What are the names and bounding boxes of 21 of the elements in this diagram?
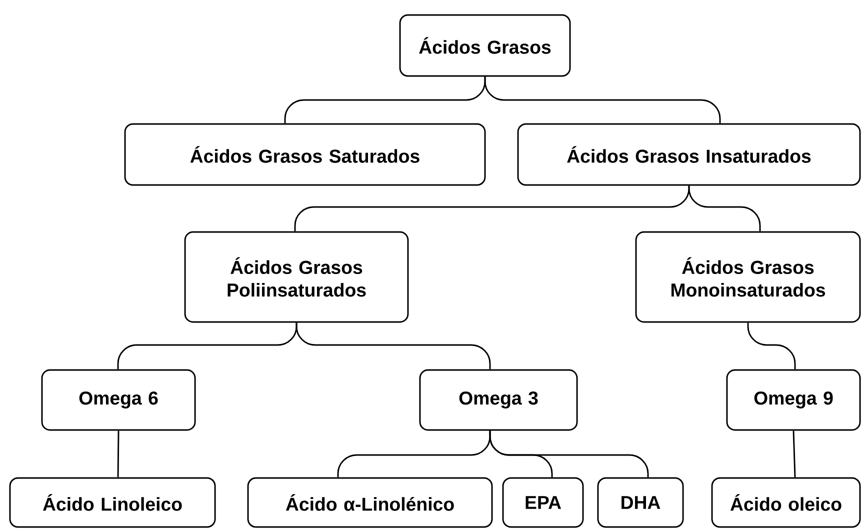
category-box: Ácidos Grasos Monoinsaturados <box>635 231 861 323</box>
category-box: Omega 9 <box>726 369 861 431</box>
category-box: Ácido oleico <box>711 477 861 528</box>
connector-line <box>688 186 761 232</box>
category-box: Ácidos Grasos Saturados <box>124 123 486 186</box>
category-box: DHA <box>597 477 684 528</box>
connector-line <box>296 322 491 370</box>
category-box: Ácido α-Linolénico <box>247 477 493 528</box>
category-box: Omega 3 <box>419 369 578 431</box>
category-box: Ácido Linoleico <box>9 477 216 528</box>
connector-line <box>117 430 120 478</box>
connector-line <box>484 76 721 124</box>
category-box: EPA <box>502 477 584 528</box>
connector-line <box>489 430 649 478</box>
category-box: Ácidos Grasos Insaturados <box>517 123 861 186</box>
connector-line <box>792 430 796 478</box>
category-box: Ácidos Grasos Poliinsaturados <box>184 231 409 323</box>
connector-line <box>294 186 690 232</box>
category-box: Omega 6 <box>41 369 196 431</box>
category-box: Ácidos Grasos <box>399 14 571 77</box>
connector-line <box>747 322 796 370</box>
